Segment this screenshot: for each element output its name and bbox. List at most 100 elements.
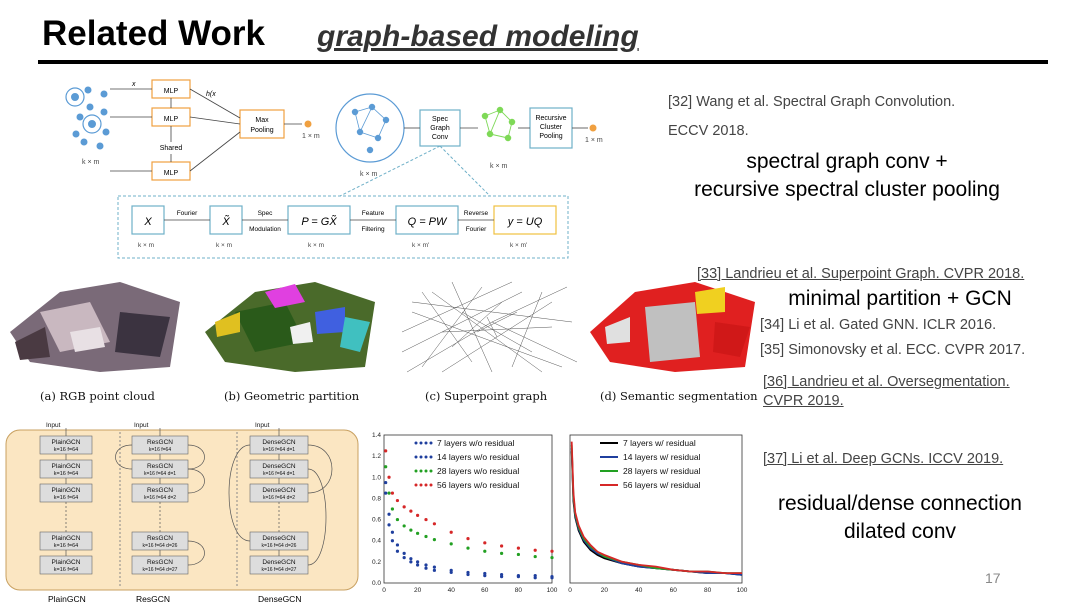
chart0-point [533, 554, 537, 559]
chart0-point [409, 557, 413, 561]
chart0-point [500, 551, 504, 555]
max-pooling-l1: Max [255, 117, 269, 124]
plain-b4p: k=16 f=64 [54, 543, 78, 549]
chart0-point [384, 480, 388, 485]
chart0-point [402, 551, 406, 555]
spec-conv-l3: Conv [432, 134, 449, 141]
ref-35: [35] Simonovsky et al. ECC. CVPR 2017. [760, 342, 1026, 358]
dense-b4: DenseGCN [262, 535, 296, 542]
chart0-point [390, 507, 394, 511]
chart0-xtick: 40 [448, 587, 456, 594]
ref-37-note-line2: dilated conv [843, 520, 957, 543]
chart0-ytick: 1.0 [372, 474, 381, 481]
lbl-filtering: Filtering [361, 226, 385, 233]
chart0-legend-swatch [424, 455, 428, 459]
chart0-point [500, 572, 504, 577]
pipe-q: Q = PW [408, 216, 448, 228]
chart0-ytick: 0.4 [372, 538, 381, 545]
dim-y: k × m' [510, 242, 527, 249]
chart1-series-line [570, 441, 742, 574]
lbl-fourier2: Fourier [466, 226, 487, 233]
lbl-spec: Spec [258, 210, 274, 217]
dense-b3p: k=16 f=64 d=2 [263, 495, 295, 501]
title-rule [38, 60, 1048, 64]
ref-37[interactable]: [37] Li et al. Deep GCNs. ICCV 2019. [763, 451, 1004, 467]
chart0-point [466, 570, 470, 575]
chart0-point [387, 475, 391, 479]
chart0-point [402, 505, 406, 509]
pipe-xhat: X̃ [221, 215, 230, 228]
res-b4p: k=16 f=64 d=26 [143, 543, 178, 549]
dense-b2: DenseGCN [262, 463, 296, 470]
res-b5: ResGCN [147, 559, 173, 566]
col-res-label: ResGCN [136, 594, 170, 604]
superpoint-graph-image [401, 281, 578, 373]
res-b1: ResGCN [147, 439, 173, 446]
chart0-point [390, 539, 394, 543]
ref-32-note-line1: spectral graph conv + [746, 150, 948, 173]
ref-33[interactable]: [33] Landrieu et al. Superpoint Graph. C… [697, 266, 1025, 282]
chart0-point [449, 542, 453, 546]
chart1-legend-label: 28 layers w/ residual [623, 466, 701, 476]
lbl-reverse: Reverse [464, 210, 489, 217]
chart0-point [432, 538, 436, 542]
chart1-legend-label: 7 layers w/ residual [623, 438, 696, 448]
res-input: Input [134, 422, 149, 429]
plain-b2: PlainGCN [52, 463, 81, 470]
chart1-xtick: 0 [568, 587, 572, 594]
dim-q: k × m' [412, 242, 429, 249]
chart0-point [402, 524, 406, 528]
spectral-graph-figure: k × m MLP MLP MLP Shared Max Pooling x h… [65, 79, 603, 259]
ref-36-line1[interactable]: [36] Landrieu et al. Oversegmentation. [763, 374, 1010, 390]
chart0-point [384, 491, 388, 495]
chart0-point [449, 530, 453, 534]
chart1-legend-label: 56 layers w/ residual [623, 480, 701, 490]
chart1-xtick: 40 [635, 587, 643, 594]
chart1-frame [569, 434, 743, 584]
chart0-point [402, 556, 406, 560]
mlp-box-3: MLP [164, 170, 179, 177]
page-number: 17 [985, 570, 1001, 586]
chart0-point [395, 498, 400, 503]
chart0-point [387, 512, 391, 516]
hxi-label: h(x [206, 91, 216, 98]
chart0-point [416, 531, 420, 535]
in-dim-label: k × m [82, 159, 99, 166]
ref-36-line2[interactable]: CVPR 2019. [763, 393, 844, 409]
dense-b4p: k=16 f=64 d=26 [262, 543, 297, 549]
chart0-point [516, 574, 520, 578]
chart0-legend-label: 7 layers w/o residual [437, 438, 515, 448]
plain-b1: PlainGCN [52, 439, 81, 446]
ref-34: [34] Li et al. Gated GNN. ICLR 2016. [760, 317, 997, 333]
geometric-partition-image [205, 282, 375, 372]
ref-37-note-line1: residual/dense connection [777, 492, 1022, 515]
res-b2: ResGCN [147, 463, 173, 470]
plain-b2p: k=16 f=64 [54, 471, 78, 477]
dense-b1p: k=16 f=64 d=1 [263, 447, 295, 453]
graph-dim-label: k × m [360, 171, 377, 178]
plain-input: Input [46, 422, 61, 429]
plain-b3: PlainGCN [52, 487, 81, 494]
res-b4: ResGCN [147, 535, 173, 542]
point-groups [65, 86, 110, 150]
dense-b1: DenseGCN [262, 439, 296, 446]
chart0-ytick: 0.8 [372, 495, 381, 502]
caption-c: (c) Superpoint graph [425, 389, 548, 403]
plain-b4: PlainGCN [52, 535, 81, 542]
res-b2p: k=16 f=64 d=1 [144, 471, 176, 477]
xi-label: x [131, 81, 136, 88]
lbl-fourier: Fourier [177, 210, 198, 217]
chart1-xtick: 100 [737, 587, 748, 594]
plain-b1p: k=16 f=64 [54, 447, 78, 453]
res-b5p: k=16 f=64 d=27 [143, 567, 178, 573]
chart0-point [432, 565, 436, 569]
col-plain-label: PlainGCN [48, 594, 86, 604]
chart0-legend-swatch [429, 441, 433, 445]
chart0-legend-swatch [414, 455, 418, 459]
col-dense-label: DenseGCN [258, 594, 301, 604]
spec-conv-l2: Graph [430, 125, 450, 132]
chart0-point [424, 534, 428, 539]
chart0-point [384, 465, 388, 469]
dense-b5: DenseGCN [262, 559, 296, 566]
dense-input: Input [255, 422, 270, 429]
